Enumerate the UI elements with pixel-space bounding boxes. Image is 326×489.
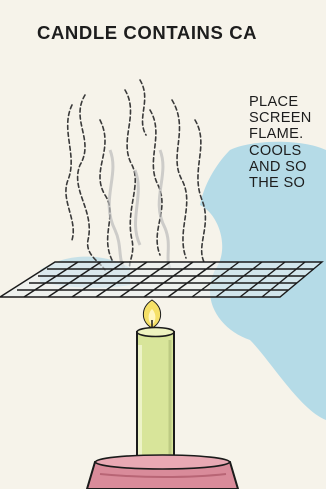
page-title: CANDLE CONTAINS CA (37, 22, 257, 44)
caption-line: COOLS (249, 143, 326, 159)
caption-line: AND SO (249, 159, 326, 175)
candle-holder (87, 455, 238, 489)
caption-line: THE SO (249, 175, 326, 191)
caption-line: FLAME. (249, 126, 326, 142)
caption-line: SCREEN (249, 110, 326, 126)
wire-screen (0, 262, 322, 297)
candle-body (137, 328, 174, 465)
smoke-soft (109, 150, 170, 268)
caption-text: PLACE SCREEN FLAME. COOLS AND SO THE SO (249, 94, 326, 191)
caption-line: PLACE (249, 94, 326, 110)
